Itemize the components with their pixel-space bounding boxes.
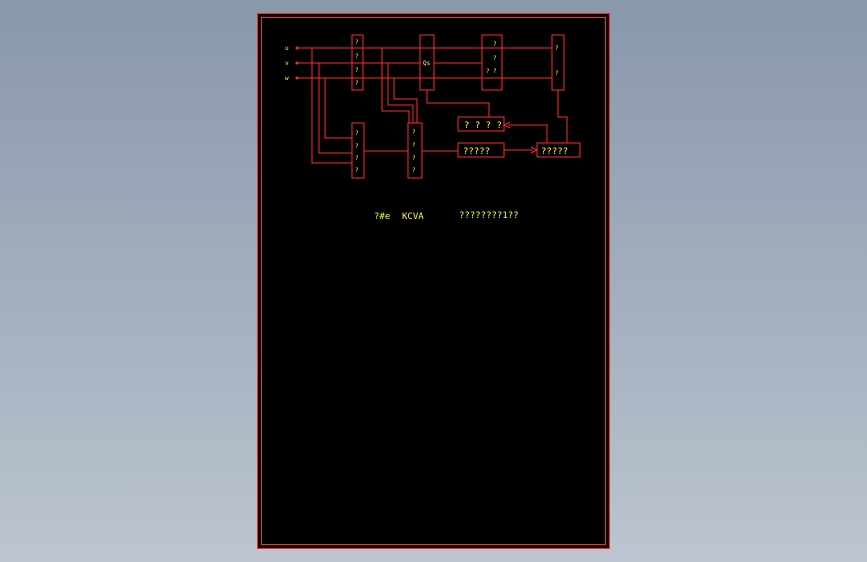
- block-4-text-4: ?: [493, 68, 497, 75]
- input-terminal-w: [295, 76, 299, 80]
- arrow-to-upper-box: [502, 121, 511, 129]
- footer-label-2: KCVA: [402, 212, 424, 222]
- block-1-text-1: ?: [355, 39, 359, 46]
- wire-right-box-to-upper: [508, 124, 548, 143]
- block-5-text-4: ?: [412, 167, 416, 174]
- outer-frame: [257, 13, 610, 549]
- block-2-text-4: ?: [355, 167, 359, 174]
- footer-label-3: ????????1??: [459, 211, 519, 221]
- block-2-text-2: ?: [355, 143, 359, 150]
- block-4-text-3: ?: [486, 68, 490, 75]
- block-2-text-1: ?: [355, 130, 359, 137]
- input-label-v: v: [285, 60, 289, 67]
- block-4-text-2: ?: [493, 55, 497, 62]
- block-1: [351, 34, 364, 91]
- footer-label-1: ?#e: [374, 212, 390, 222]
- block-7-text-2: ?: [555, 70, 559, 77]
- wire-block3-to-upper-box: [426, 90, 490, 117]
- block-5-text-2: ?: [412, 142, 416, 149]
- wire-right-box-to-block7: [557, 90, 568, 143]
- block-5-text-1: ?: [412, 129, 416, 136]
- block-5-text-3: ?: [412, 155, 416, 162]
- branch-u-down: [311, 48, 352, 164]
- box-upper: [457, 116, 505, 132]
- box-middle-text: ?????: [463, 147, 490, 157]
- box-upper-text: ? ? ? ?: [464, 121, 502, 131]
- block-7-text-1: ?: [555, 45, 559, 52]
- block-1-text-4: ?: [355, 80, 359, 87]
- input-label-w: w: [285, 75, 289, 82]
- box-right-text: ?????: [541, 147, 568, 157]
- arrow-middle-to-right: [530, 146, 539, 154]
- block-3-mark: Qs: [423, 60, 431, 67]
- block-1-text-2: ?: [355, 53, 359, 60]
- input-label-u: u: [285, 45, 289, 52]
- block-2-text-3: ?: [355, 155, 359, 162]
- block-4: [481, 34, 503, 91]
- branch-v-down: [318, 63, 352, 154]
- branch-w-down: [324, 78, 352, 139]
- block-7: [551, 34, 565, 91]
- input-terminal-u: [295, 46, 299, 50]
- wire-block1-to-block5-a: [381, 48, 410, 123]
- wire-block1-to-block5-c: [393, 78, 418, 123]
- block-1-text-3: ?: [355, 67, 359, 74]
- inner-frame: [261, 17, 606, 545]
- schematic-diagram: u v w ? ? ? ? ? ? ? ? Qs ? ? ? ? ? ? ? ?…: [257, 13, 610, 549]
- drawing-sheet: u v w ? ? ? ? ? ? ? ? Qs ? ? ? ? ? ? ? ?…: [257, 13, 610, 549]
- block-4-text-1: ?: [493, 41, 497, 48]
- wire-block1-to-block5-b: [387, 63, 414, 123]
- input-terminal-v: [295, 61, 299, 65]
